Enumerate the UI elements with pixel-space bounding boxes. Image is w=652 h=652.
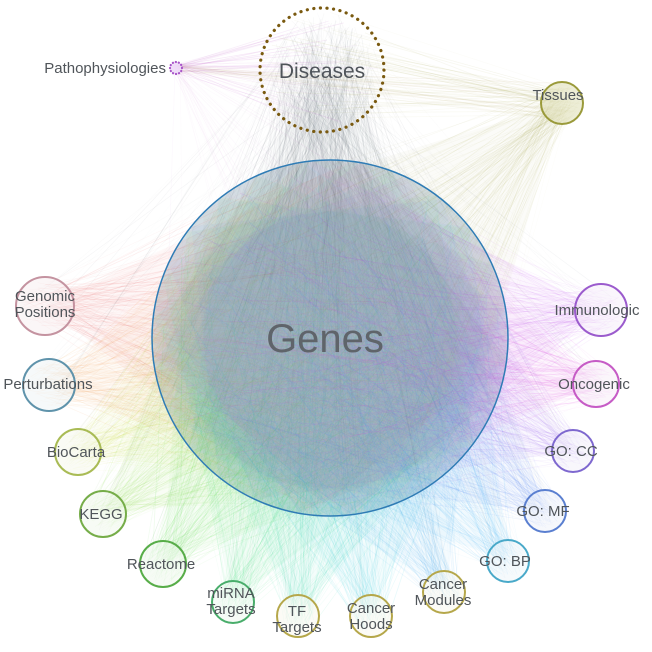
label-reactome: Reactome	[127, 556, 195, 573]
edges-diseases-genes	[157, 18, 500, 507]
edge-wedge-cancer_hoods	[153, 161, 507, 616]
node-genomic_positions[interactable]	[15, 276, 75, 336]
node-biocarta[interactable]	[54, 428, 102, 476]
edges-tissues-genes	[165, 86, 580, 506]
edge-wedge-biocarta	[78, 175, 493, 501]
edges-kegg-diseases	[98, 34, 365, 531]
edges-genomic_positions-diseases	[39, 54, 363, 317]
label-biocarta: BioCarta	[47, 444, 106, 461]
edges-cancer_hoods-genes	[153, 161, 507, 633]
edges-mirna_targets-genes	[162, 170, 498, 618]
node-cancer_hoods[interactable]	[349, 594, 393, 638]
edges-mirna_targets-diseases	[226, 43, 371, 603]
edges-reactome-diseases	[144, 13, 345, 571]
edge-wedge-go_mf	[191, 199, 546, 512]
edges-cancer_modules-diseases	[325, 24, 448, 604]
edges-pathophysiologies-tissues	[172, 63, 581, 122]
node-immunologic[interactable]	[574, 283, 628, 337]
edges-biocarta-diseases	[69, 18, 373, 466]
label-tissues: Tissues	[532, 87, 583, 104]
edges-cancer_modules-genes	[160, 170, 493, 610]
edges-reactome-genes	[143, 169, 490, 584]
node-perturbations[interactable]	[22, 358, 76, 412]
edge-wedge-cancer_modules	[167, 175, 493, 592]
label-oncogenic: Oncogenic	[558, 376, 630, 393]
node-tf_targets[interactable]	[276, 594, 320, 638]
node-tissues[interactable]	[540, 81, 584, 125]
edges-tf_targets-diseases	[268, 17, 314, 623]
edge-wedge-tf_targets	[153, 161, 507, 616]
label-go_mf: GO: MF	[516, 503, 569, 520]
label-kegg: KEGG	[79, 506, 122, 523]
edges-tissues-diseases	[271, 18, 579, 119]
edges-go_bp-genes	[181, 186, 526, 578]
label-go_cc: GO: CC	[544, 443, 598, 460]
node-cancer_modules[interactable]	[422, 570, 466, 614]
node-genes[interactable]	[151, 159, 509, 517]
edge-wedge-genomic_positions	[45, 161, 507, 515]
edges-pathophysiologies-diseases	[171, 20, 379, 123]
edges-go_bp-diseases	[289, 35, 507, 579]
label-go_bp: GO: BP	[479, 553, 531, 570]
edge-wedge-go_bp	[190, 198, 508, 561]
node-go_mf[interactable]	[523, 489, 567, 533]
edge-wedge-reactome	[163, 194, 474, 565]
node-kegg[interactable]	[79, 490, 127, 538]
underlay-layer	[152, 160, 508, 516]
node-go_bp[interactable]	[486, 539, 530, 583]
node-mirna_targets[interactable]	[211, 580, 255, 624]
edges-go_mf-diseases	[304, 18, 559, 526]
edges-biocarta-genes	[60, 174, 503, 501]
label-layer: Genes Diseases PathophysiologiesTissuesGen…	[3, 60, 640, 636]
node-go_cc[interactable]	[551, 429, 595, 473]
node-fill-genes	[152, 160, 508, 516]
edges-oncogenic-diseases	[292, 50, 614, 402]
label-diseases: Diseases	[279, 60, 365, 83]
label-perturbations: Perturbations	[3, 376, 92, 393]
node-layer	[15, 6, 628, 638]
edges-go_mf-genes	[179, 181, 563, 529]
node-diseases[interactable]	[258, 6, 386, 134]
label-pathophysiologies: Pathophysiologies	[44, 60, 166, 77]
edges-tf_targets-genes	[153, 161, 507, 633]
edge-layer	[20, 13, 623, 633]
node-oncogenic[interactable]	[572, 360, 620, 408]
edges-perturbations-diseases	[32, 20, 327, 394]
edges-immunologic-genes	[152, 160, 623, 516]
edge-wedge-mirna_targets	[162, 170, 498, 602]
edges-go_cc-genes	[168, 176, 591, 507]
node-pathophysiologies[interactable]	[168, 60, 184, 76]
edges-go_cc-diseases	[278, 45, 584, 459]
edges-kegg-genes	[83, 168, 490, 533]
edges-perturbations-genes	[27, 162, 506, 514]
edge-wedge-kegg	[103, 197, 471, 515]
edge-wedge-immunologic	[152, 160, 601, 516]
label-genes: Genes	[266, 317, 384, 361]
label-immunologic: Immunologic	[554, 302, 640, 319]
edge-wedge-perturbations	[49, 162, 506, 514]
edge-wedge-go_cc	[168, 176, 573, 500]
edges-pathophysiologies-genes	[165, 64, 456, 481]
node-reactome[interactable]	[139, 540, 187, 588]
